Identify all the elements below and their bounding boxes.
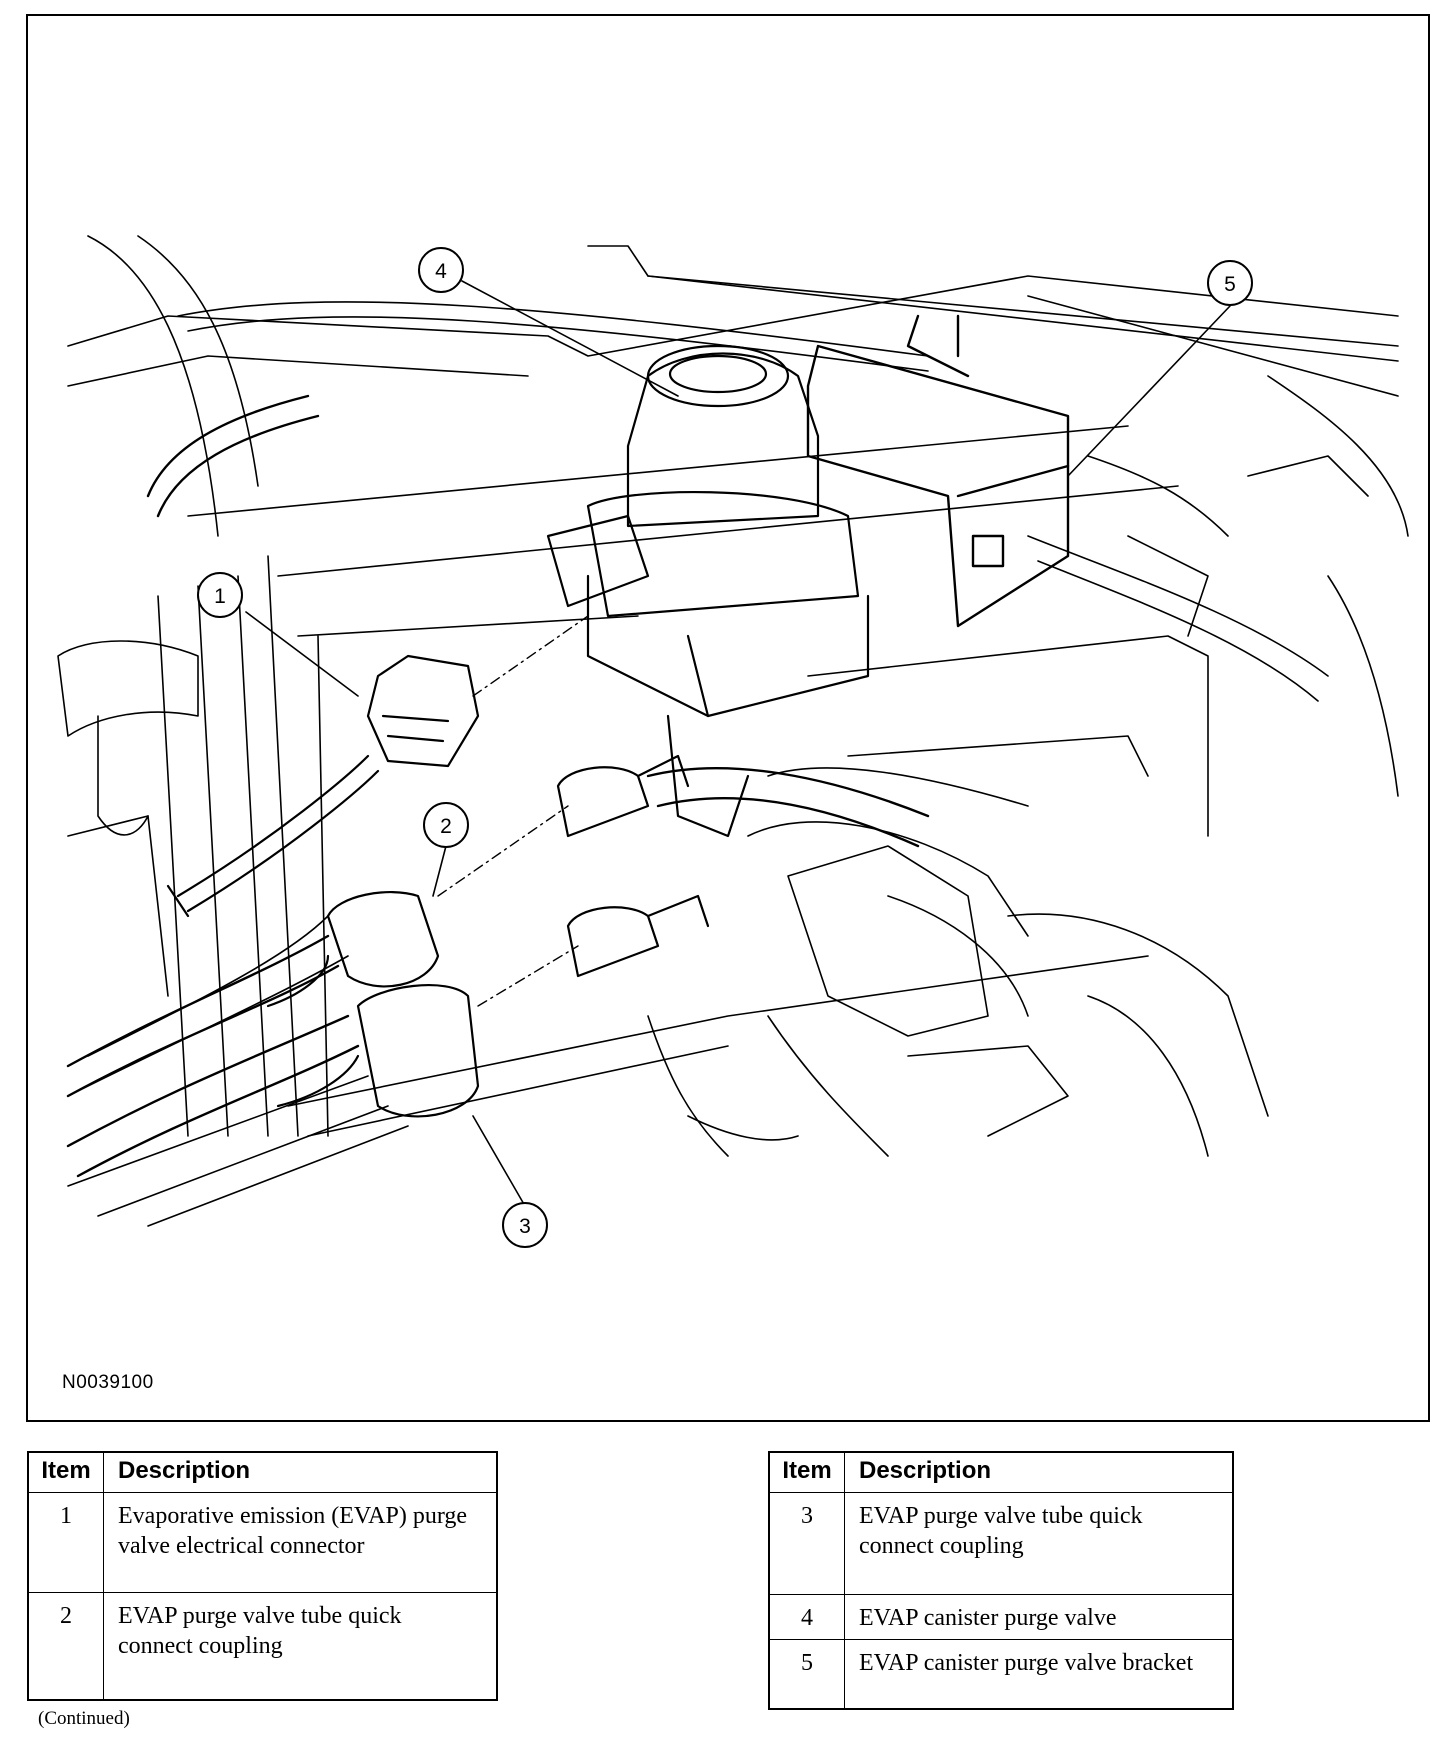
row-description: EVAP purge valve tube quick connect coup… (103, 1591, 498, 1701)
callout-label-4: 4 (435, 260, 447, 283)
row-item: 3 (768, 1491, 845, 1595)
header-item: Item (768, 1451, 845, 1493)
legend-table-left: Item Description 1 Evaporative emission … (27, 1451, 498, 1701)
callout-circle-1: 1 (197, 572, 243, 618)
callout-label-2: 2 (440, 815, 452, 838)
row-item: 4 (768, 1593, 845, 1640)
alignment-lines (437, 615, 589, 1007)
header-description: Description (844, 1451, 1234, 1493)
table-header-row: Item Description (768, 1451, 1234, 1493)
row-description: EVAP canister purge valve (844, 1593, 1234, 1640)
callout-circle-4: 4 (418, 247, 464, 293)
callout-label-3: 3 (519, 1215, 531, 1238)
purge-valve-drawing (546, 344, 870, 838)
line-illustration: 1 2 3 4 5 (57, 235, 1409, 1248)
table-row: 5 EVAP canister purge valve bracket (768, 1638, 1234, 1710)
leader-lines (245, 280, 1231, 1207)
bracket-drawing (806, 314, 1070, 628)
table-row: 1 Evaporative emission (EVAP) purge valv… (27, 1491, 498, 1593)
table-row: 2 EVAP purge valve tube quick connect co… (27, 1591, 498, 1701)
callout-circle-3: 3 (502, 1202, 548, 1248)
table-row: 4 EVAP canister purge valve (768, 1593, 1234, 1640)
header-item: Item (27, 1451, 104, 1493)
row-item: 1 (27, 1491, 104, 1593)
row-description: Evaporative emission (EVAP) purge valve … (103, 1491, 498, 1593)
continued-note: (Continued) (38, 1708, 130, 1729)
hoses (66, 394, 930, 1178)
table-row: 3 EVAP purge valve tube quick connect co… (768, 1491, 1234, 1595)
row-description: EVAP canister purge valve bracket (844, 1638, 1234, 1710)
table-header-row: Item Description (27, 1451, 498, 1493)
callout-circle-2: 2 (423, 802, 469, 848)
callout-label-1: 1 (214, 585, 226, 608)
figure-id: N0039100 (62, 1372, 154, 1393)
row-description: EVAP purge valve tube quick connect coup… (844, 1491, 1234, 1595)
electrical-connector-drawing (166, 654, 480, 918)
row-item: 5 (768, 1638, 845, 1710)
engine-bay-background (57, 235, 1409, 1227)
figure-frame: 1 2 3 4 5 N0039100 (26, 14, 1430, 1422)
row-item: 2 (27, 1591, 104, 1701)
callout-label-5: 5 (1224, 273, 1236, 296)
coupling-drawings (266, 754, 710, 1118)
legend-table-right: Item Description 3 EVAP purge valve tube… (768, 1451, 1234, 1710)
callout-circle-5: 5 (1207, 260, 1253, 306)
header-description: Description (103, 1451, 498, 1493)
